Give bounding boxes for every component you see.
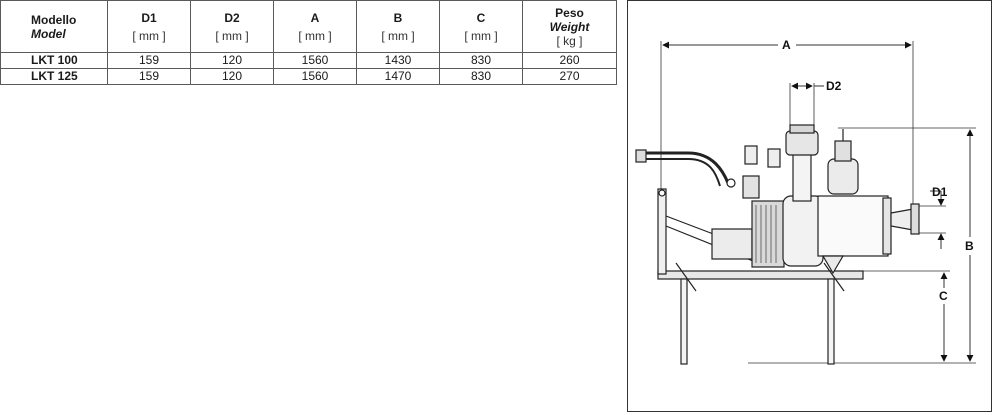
header-b-label: B	[393, 10, 403, 25]
header-weight-it: Peso	[555, 5, 584, 20]
table-row: LKT 100 159 120 1560 1430 830 260	[0, 52, 617, 69]
header-b: B [ mm ]	[356, 0, 440, 53]
dim-label-d1: D1	[932, 185, 948, 199]
header-d1-label: D1	[141, 10, 157, 25]
header-a-label: A	[310, 10, 320, 25]
cell-b: 1430	[356, 52, 440, 69]
dim-label-c: C	[939, 289, 948, 303]
cell-c: 830	[439, 52, 523, 69]
cell-d2: 120	[190, 52, 274, 69]
pump-drawing: A D2 D1 B C	[635, 38, 976, 365]
header-weight-en: Weight	[549, 19, 590, 34]
pump-machine	[635, 124, 920, 365]
pump-drawing-frame: A D2 D1 B C	[627, 0, 992, 412]
cell-a: 1560	[273, 68, 357, 85]
header-c: C [ mm ]	[439, 0, 523, 53]
cell-d1: 159	[107, 68, 191, 85]
header-model-en: Model	[31, 26, 66, 41]
cell-weight: 260	[522, 52, 617, 69]
header-weight-unit: [ kg ]	[556, 33, 583, 48]
header-d2-label: D2	[224, 10, 240, 25]
header-a-unit: [ mm ]	[298, 28, 332, 43]
header-weight: Peso Weight [ kg ]	[522, 0, 617, 53]
cell-b: 1470	[356, 68, 440, 85]
header-b-unit: [ mm ]	[381, 28, 415, 43]
cell-model: LKT 125	[0, 68, 108, 85]
spec-table: Modello Model D1 [ mm ] D2 [ mm ] A [ mm…	[0, 0, 617, 85]
header-model-it: Modello	[31, 12, 77, 27]
cell-model: LKT 100	[0, 52, 108, 69]
dim-label-d2: D2	[826, 79, 842, 93]
cell-d2: 120	[190, 68, 274, 85]
header-d1-unit: [ mm ]	[132, 28, 166, 43]
header-a: A [ mm ]	[273, 0, 357, 53]
header-d2-unit: [ mm ]	[215, 28, 249, 43]
cell-a: 1560	[273, 52, 357, 69]
cell-d1: 159	[107, 52, 191, 69]
header-c-label: C	[476, 10, 486, 25]
table-row: LKT 125 159 120 1560 1470 830 270	[0, 68, 617, 85]
cell-c: 830	[439, 68, 523, 85]
header-d2: D2 [ mm ]	[190, 0, 274, 53]
header-model: Modello Model	[0, 0, 108, 53]
table-header-row: Modello Model D1 [ mm ] D2 [ mm ] A [ mm…	[0, 0, 617, 53]
dim-label-a: A	[782, 38, 791, 52]
header-d1: D1 [ mm ]	[107, 0, 191, 53]
dim-label-b: B	[965, 239, 974, 253]
cell-weight: 270	[522, 68, 617, 85]
header-c-unit: [ mm ]	[464, 28, 498, 43]
